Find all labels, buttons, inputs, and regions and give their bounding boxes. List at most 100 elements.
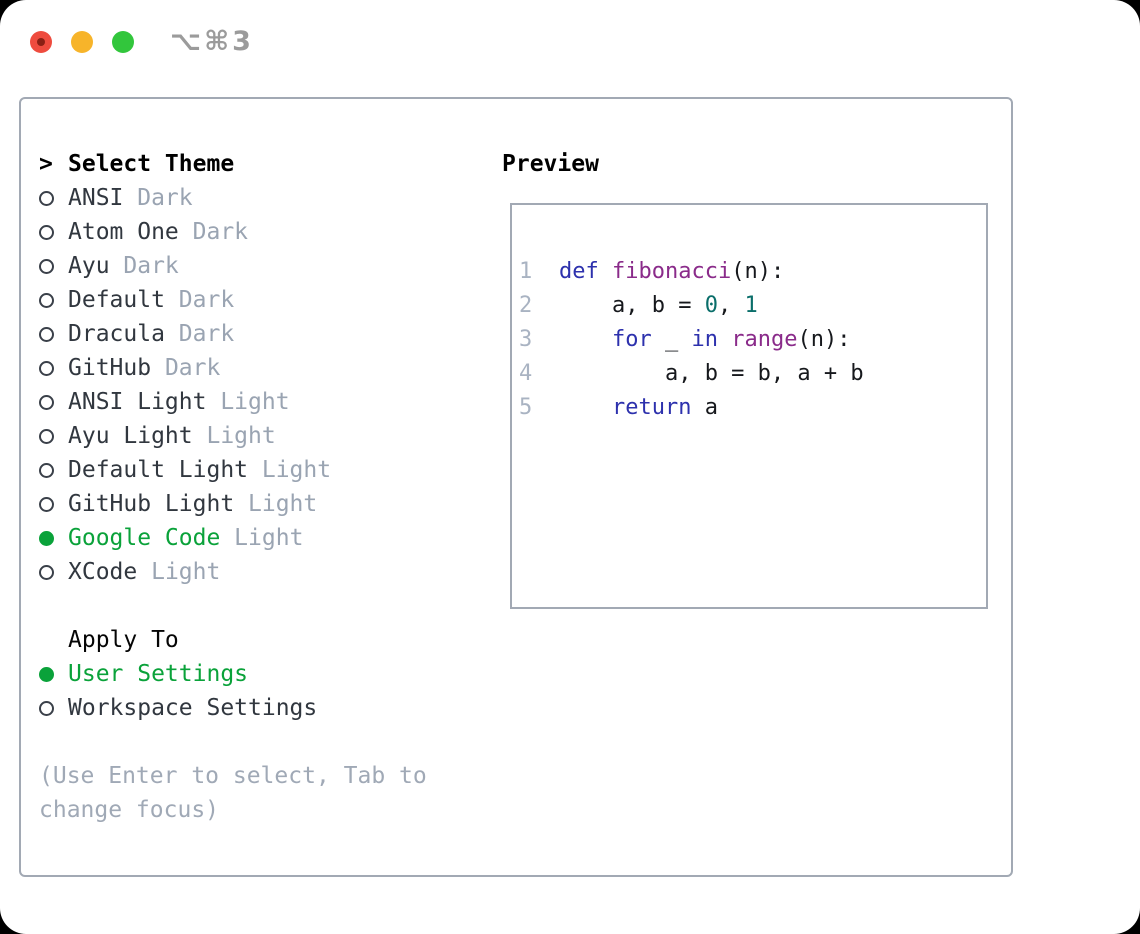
theme-option-xcode[interactable]: XCode Light xyxy=(39,555,474,589)
token-number: 1 xyxy=(744,293,758,318)
radio-unselected-icon xyxy=(39,394,68,410)
radio-unselected-icon xyxy=(39,360,68,376)
option-variant-tag: Dark xyxy=(151,355,221,381)
option-label: Dracula xyxy=(68,321,165,347)
token-plain: (n): xyxy=(797,327,851,352)
line-number: 1 xyxy=(519,259,533,284)
radio-unselected-icon xyxy=(39,292,68,308)
radio-unselected-icon xyxy=(39,224,68,240)
radio-dot xyxy=(39,360,54,376)
radio-dot xyxy=(39,428,54,444)
select-theme-title: Select Theme xyxy=(68,151,235,177)
radio-unselected-icon xyxy=(39,462,68,478)
theme-option-ayu-light[interactable]: Ayu Light Light xyxy=(39,419,474,453)
radio-dot xyxy=(39,326,54,342)
token-plain xyxy=(559,323,612,357)
option-variant-tag: Light xyxy=(234,491,318,517)
code-line-2: 2 a, b = 0, 1 xyxy=(519,289,986,323)
theme-option-atom-one[interactable]: Atom One Dark xyxy=(39,215,474,249)
radio-selected-icon xyxy=(39,530,68,546)
option-label: Default Light xyxy=(68,457,249,483)
theme-option-default[interactable]: Default Dark xyxy=(39,283,474,317)
radio-unselected-icon xyxy=(39,564,68,580)
radio-unselected-icon xyxy=(39,496,68,512)
line-number: 2 xyxy=(519,293,533,318)
token-keyword: def xyxy=(559,259,599,284)
apply-option-workspace-settings[interactable]: Workspace Settings xyxy=(39,691,474,725)
option-label: Default xyxy=(68,287,165,313)
theme-option-ayu[interactable]: Ayu Dark xyxy=(39,249,474,283)
radio-dot xyxy=(39,666,54,682)
option-variant-tag: Light xyxy=(192,423,276,449)
option-label: ANSI xyxy=(68,185,124,211)
spacer xyxy=(519,425,986,459)
option-label: XCode xyxy=(68,559,138,585)
option-variant-tag: Dark xyxy=(178,219,249,245)
keyboard-hint: (Use Enter to select, Tab to change focu… xyxy=(39,763,427,823)
radio-unselected-icon xyxy=(39,190,68,206)
focus-cursor: > xyxy=(39,151,53,177)
theme-option-ansi[interactable]: ANSI Dark xyxy=(39,181,474,215)
code-line-5: 5 return a xyxy=(519,391,986,425)
option-label: Google Code xyxy=(68,525,221,551)
radio-dot xyxy=(39,564,54,580)
radio-dot xyxy=(39,530,54,546)
token-function: range xyxy=(731,327,798,352)
apply-to-title: Apply To xyxy=(68,627,179,653)
option-variant-tag: Light xyxy=(206,389,290,415)
code-line-4: 4 a, b = b, a + b xyxy=(519,357,986,391)
token-keyword: for xyxy=(611,327,652,352)
token-function: fibonacci xyxy=(612,259,732,284)
zoom-window-button[interactable] xyxy=(112,30,134,53)
radio-dot xyxy=(39,700,54,716)
token-plain: a, b = xyxy=(559,293,705,318)
select-theme-header: > Select Theme xyxy=(39,147,474,181)
radio-dot xyxy=(39,292,54,308)
radio-dot xyxy=(39,258,54,274)
token-plain: , xyxy=(717,293,745,318)
option-label: GitHub Light xyxy=(68,491,235,517)
token-plain xyxy=(559,391,612,425)
option-variant-tag: Dark xyxy=(109,253,179,279)
theme-option-google-code[interactable]: Google Code Light xyxy=(39,521,474,555)
token-plain xyxy=(718,323,731,357)
option-label: Ayu xyxy=(68,253,110,279)
token-plain xyxy=(599,255,612,289)
theme-option-dracula[interactable]: Dracula Dark xyxy=(39,317,474,351)
radio-dot xyxy=(39,190,54,206)
close-window-button[interactable] xyxy=(30,30,52,53)
token-plain: a xyxy=(691,395,718,420)
theme-option-github[interactable]: GitHub Dark xyxy=(39,351,474,385)
option-label: GitHub xyxy=(68,355,152,381)
radio-dot xyxy=(39,462,54,478)
line-number: 3 xyxy=(519,327,533,352)
radio-unselected-icon xyxy=(39,428,68,444)
window-title: ⌥⌘3 xyxy=(170,26,254,57)
minimize-window-button[interactable] xyxy=(71,30,93,53)
radio-dot xyxy=(39,496,54,512)
radio-unselected-icon xyxy=(39,258,68,274)
spacer xyxy=(39,589,474,623)
window-titlebar: ⌥⌘3 xyxy=(30,26,254,57)
token-plain: a, b = b, a + b xyxy=(559,361,864,386)
option-variant-tag: Dark xyxy=(164,321,235,347)
radio-dot xyxy=(39,394,54,410)
theme-option-default-light[interactable]: Default Light Light xyxy=(39,453,474,487)
theme-option-github-light[interactable]: GitHub Light Light xyxy=(39,487,474,521)
code-line-3: 3 for _ in range(n): xyxy=(519,323,986,357)
option-variant-tag: Dark xyxy=(164,287,235,313)
theme-option-ansi-light[interactable]: ANSI Light Light xyxy=(39,385,474,419)
apply-option-user-settings[interactable]: User Settings xyxy=(39,657,474,691)
option-variant-tag: Light xyxy=(137,559,221,585)
radio-unselected-icon xyxy=(39,326,68,342)
radio-selected-icon xyxy=(39,666,68,682)
token-keyword: in xyxy=(691,327,718,352)
